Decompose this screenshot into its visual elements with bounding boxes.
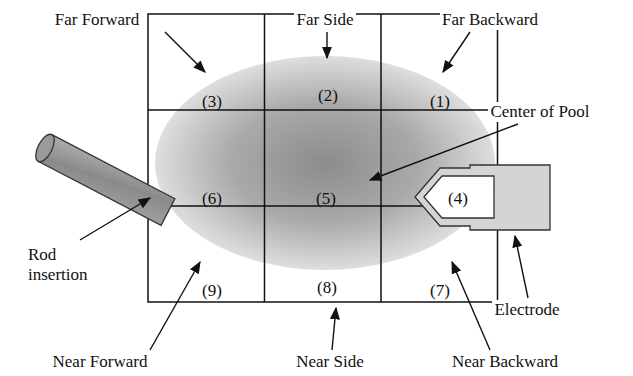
region-label: Rod insertion bbox=[26, 245, 110, 284]
callout-number: (7) bbox=[430, 282, 450, 299]
grid-lines bbox=[148, 14, 498, 302]
callout-number: (8) bbox=[317, 279, 337, 296]
region-cell: (7) bbox=[381, 206, 498, 302]
region-cell: (5) bbox=[265, 110, 382, 206]
region-label: Near Backward bbox=[450, 352, 560, 372]
callout-number: (4) bbox=[448, 190, 468, 207]
leader-arrows bbox=[80, 32, 528, 350]
region-label: Center of Pool bbox=[488, 102, 591, 122]
callout-number: (3) bbox=[202, 93, 222, 110]
callout-number: (1) bbox=[430, 93, 450, 110]
region-label: Far Side bbox=[294, 10, 355, 30]
region-label: Near Forward bbox=[51, 352, 150, 372]
callout-number: (6) bbox=[202, 190, 222, 207]
region-cell: (9) bbox=[148, 206, 265, 302]
region-label: Electrode bbox=[492, 300, 561, 320]
region-label: Far Forward bbox=[53, 10, 142, 30]
region-label: Near Side bbox=[294, 352, 366, 372]
callout-number: (2) bbox=[318, 87, 338, 104]
region-cell: (6) bbox=[148, 110, 265, 206]
region-cell: (3) bbox=[148, 14, 265, 110]
region-cell: (8) bbox=[265, 206, 382, 302]
weld-pool bbox=[155, 56, 495, 270]
callout-number: (9) bbox=[202, 282, 222, 299]
electrode-symbol bbox=[415, 165, 550, 230]
filler-rod bbox=[32, 131, 175, 225]
callout-number: (5) bbox=[316, 190, 336, 207]
region-cell: (4) bbox=[381, 110, 498, 206]
region-label: Far Backward bbox=[440, 10, 540, 30]
